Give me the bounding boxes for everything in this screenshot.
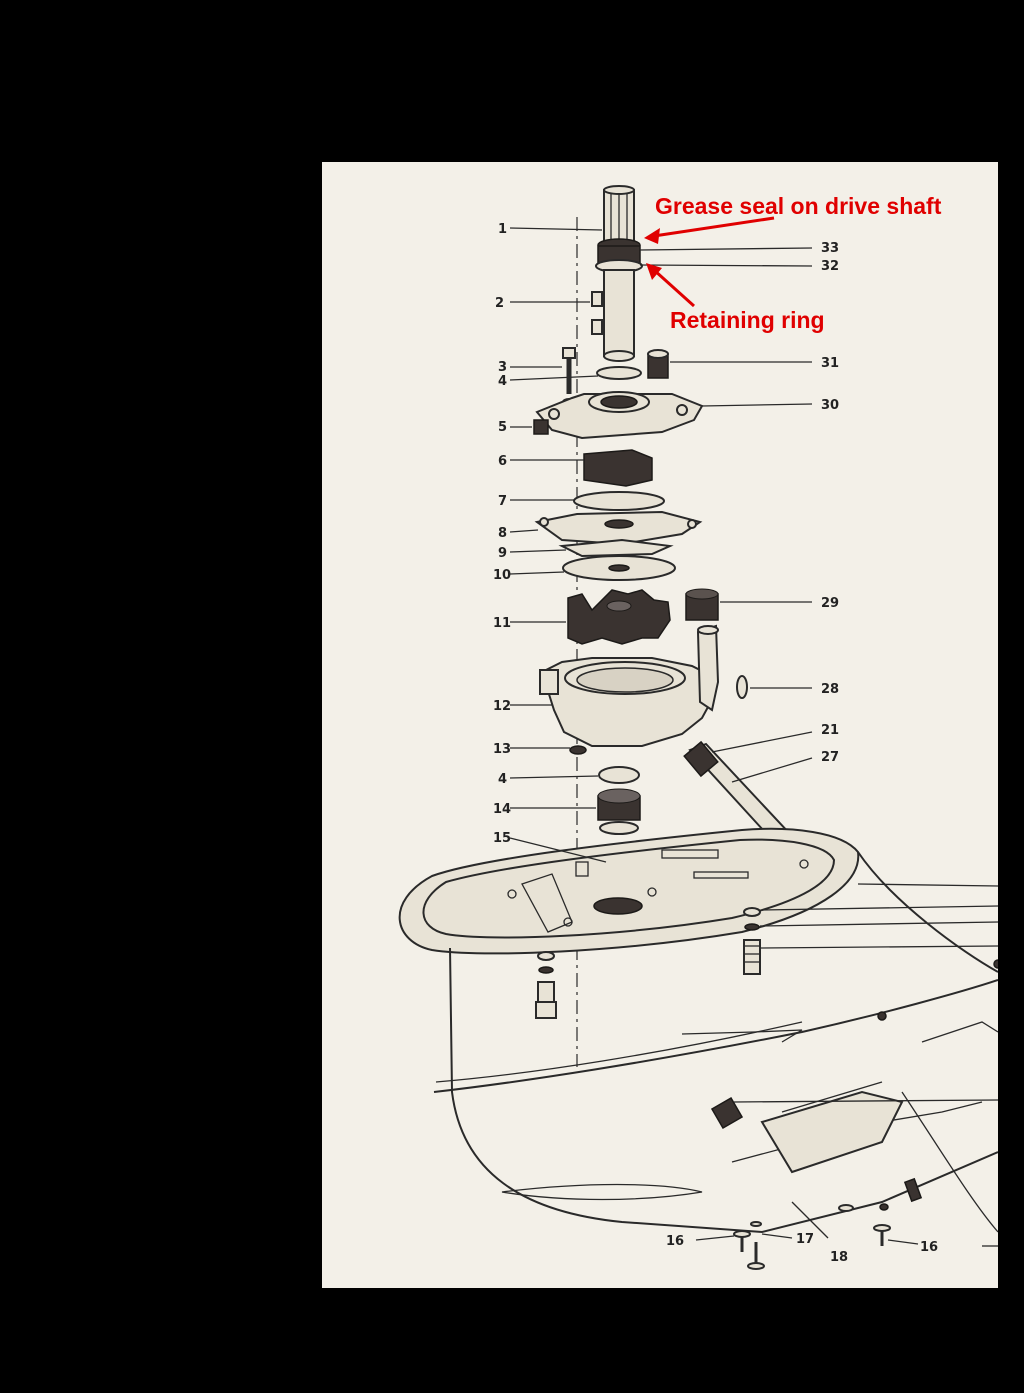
- gasket-part: [558, 538, 674, 558]
- grease-seal-annotation: Grease seal on drive shaft: [655, 193, 942, 219]
- callout-4-upper: 4: [498, 374, 507, 389]
- callout-13: 13: [493, 742, 511, 757]
- callout-21: 21: [821, 723, 839, 738]
- bushing-part: [647, 349, 669, 379]
- callout-16-right: 16: [920, 1240, 938, 1255]
- callout-5: 5: [498, 420, 507, 435]
- callout-16-left: 16: [666, 1234, 684, 1249]
- callout-1: 1: [498, 222, 507, 237]
- callout-10: 10: [493, 568, 511, 583]
- annotation-arrows: [644, 216, 775, 308]
- housing-bolts: [535, 907, 998, 1021]
- callout-29: 29: [821, 596, 839, 611]
- callout-3: 3: [498, 360, 507, 375]
- callout-27: 27: [821, 750, 839, 765]
- drive-shaft-body: [591, 269, 635, 362]
- callout-31: 31: [821, 356, 839, 371]
- diagram-page: 1 2 3 4 5 6 7 8 9 10 11 12 13 4 14 15 33…: [322, 162, 998, 1288]
- callout-18: 18: [830, 1250, 848, 1265]
- small-impeller-part: [583, 449, 653, 487]
- bushing-29-part: [685, 588, 719, 621]
- callout-17: 17: [796, 1232, 814, 1247]
- o-ring-lower: [598, 766, 640, 784]
- knurled-nut-part: [533, 419, 549, 435]
- nut-13: [569, 745, 587, 755]
- bottom-screws: [733, 1203, 891, 1270]
- gear-housing: [398, 827, 998, 1234]
- wear-plate-part: [534, 510, 703, 546]
- callout-8: 8: [498, 526, 507, 541]
- water-tube-part: [683, 740, 792, 844]
- callout-28: 28: [821, 682, 839, 697]
- retaining-ring-annotation: Retaining ring: [670, 307, 825, 333]
- callout-6: 6: [498, 454, 507, 469]
- seal-14-part: [597, 788, 641, 835]
- callout-9: 9: [498, 546, 507, 561]
- callout-32: 32: [821, 259, 839, 274]
- exploded-parts-diagram: 1 2 3 4 5 6 7 8 9 10 11 12 13 4 14 15 33…: [398, 185, 998, 1270]
- pump-housing-part: [539, 624, 720, 747]
- o-ring-28: [736, 675, 748, 699]
- callout-leaders: [509, 227, 998, 1247]
- callout-2: 2: [495, 296, 504, 311]
- gasket-ring: [573, 491, 665, 511]
- pump-cover-part: [535, 391, 704, 440]
- o-ring-upper: [596, 366, 642, 380]
- callout-7: 7: [498, 494, 507, 509]
- callout-33: 33: [821, 241, 839, 256]
- large-impeller-part: [567, 589, 671, 645]
- grease-seal-part: [595, 238, 643, 273]
- callout-30: 30: [821, 398, 839, 413]
- callout-12: 12: [493, 699, 511, 714]
- callout-11: 11: [493, 616, 511, 631]
- callout-14: 14: [493, 802, 511, 817]
- callout-4-lower: 4: [498, 772, 507, 787]
- callout-15: 15: [493, 831, 511, 846]
